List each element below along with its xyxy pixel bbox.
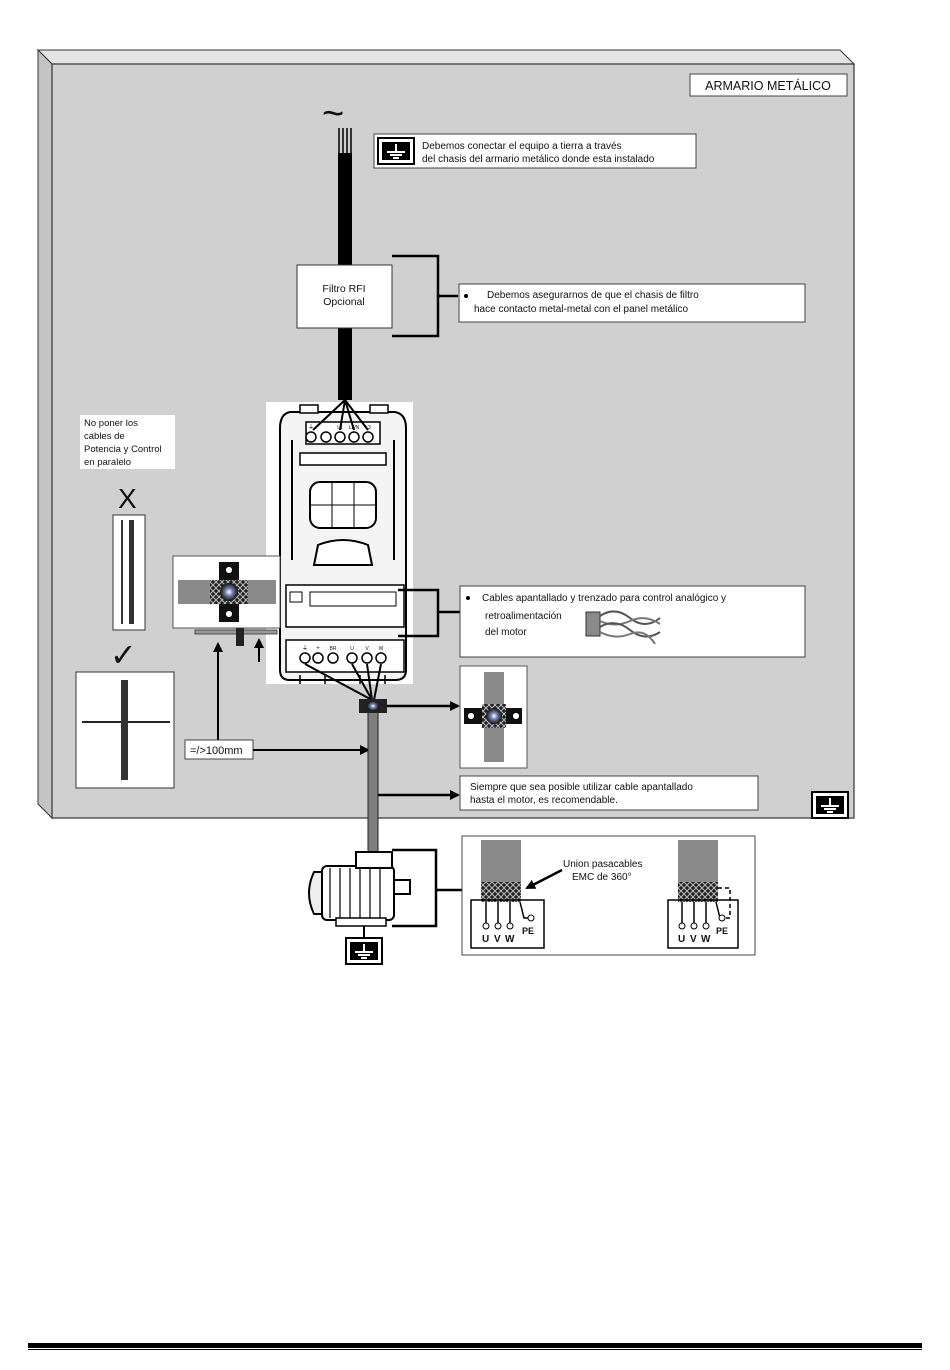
cabinet-earth-icon bbox=[811, 791, 849, 819]
output-terminal-pe: ⏚ bbox=[302, 645, 308, 652]
gland-label-1: Union pasacables bbox=[563, 859, 643, 870]
shielded-control-note: Cables apantallado y trenzado para contr… bbox=[459, 585, 806, 658]
parallel-line2: cables de bbox=[84, 431, 125, 442]
shield-note-line3: del motor bbox=[485, 627, 527, 638]
parallel-warning-note: No poner los cables de Potencia y Contro… bbox=[80, 415, 175, 469]
parallel-cables-wrong bbox=[112, 514, 146, 631]
motor-bracket bbox=[392, 848, 462, 928]
gland1-v: V bbox=[494, 934, 501, 945]
shield-note-line2: retroalimentación bbox=[485, 611, 562, 622]
filter-label-1: Filtro RFI bbox=[322, 283, 365, 295]
input-terminal-pe: ⏚ bbox=[308, 424, 314, 431]
gland1-u: U bbox=[482, 934, 489, 945]
drive-output-terminals: ⏚ + BR U V W bbox=[299, 645, 387, 701]
inverter-drive bbox=[266, 402, 413, 684]
parallel-line4: en paralelo bbox=[84, 457, 131, 468]
motor-icon bbox=[308, 851, 411, 927]
distance-note: =/>100mm bbox=[184, 739, 254, 760]
right-clamp-detail bbox=[459, 665, 528, 769]
motor-earth-icon bbox=[345, 937, 383, 965]
filter-label-2: Opcional bbox=[323, 296, 364, 308]
gland1-w: W bbox=[505, 934, 515, 945]
metal-cabinet bbox=[36, 48, 856, 820]
control-cable-bracket bbox=[398, 588, 460, 638]
supply-cable bbox=[338, 128, 352, 400]
screened-note-line2: hasta el motor, es recomendable. bbox=[470, 795, 618, 806]
output-terminal-w: W bbox=[379, 646, 384, 652]
distance-label: =/>100mm bbox=[190, 745, 243, 757]
ac-sine-icon: ~ bbox=[322, 93, 344, 135]
cross-icon: X bbox=[118, 483, 137, 514]
page-footer-rule-thin bbox=[28, 1349, 922, 1350]
page-footer-rule bbox=[28, 1343, 922, 1348]
ground-note: Debemos conectar el equipo a tierra a tr… bbox=[373, 133, 697, 169]
crossing-cables-right bbox=[75, 671, 175, 789]
drive-input-terminals: ⏚ L1 L2/N L3 bbox=[305, 399, 374, 443]
gland2-pe: PE bbox=[716, 926, 728, 936]
filter-note-line2: hace contacto metal-metal con el panel m… bbox=[474, 304, 688, 315]
cabinet-title: ARMARIO METÁLICO bbox=[705, 78, 831, 93]
output-terminal-v: V bbox=[365, 646, 369, 652]
screened-note-line1: Siempre que sea posible utilizar cable a… bbox=[470, 782, 693, 793]
gland2-u: U bbox=[678, 934, 685, 945]
grounding-bar bbox=[194, 628, 278, 646]
filter-bracket bbox=[392, 254, 458, 338]
output-terminal-u: U bbox=[350, 646, 354, 652]
checkmark-icon: ✓ bbox=[110, 637, 137, 673]
emc-gland-detail: U V W PE Union pasacables EMC de 360° U … bbox=[461, 835, 756, 956]
gland1-pe: PE bbox=[522, 926, 534, 936]
output-terminal-br: BR bbox=[330, 646, 337, 652]
twisted-cable-icon bbox=[585, 610, 661, 645]
ground-note-line1: Debemos conectar el equipo a tierra a tr… bbox=[422, 141, 622, 152]
filter-note: Debemos asegurarnos de que el chasis de … bbox=[458, 283, 806, 323]
gland-label-2: EMC de 360° bbox=[572, 872, 632, 883]
gland2-w: W bbox=[701, 934, 711, 945]
ground-note-line2: del chasis del armario metálico donde es… bbox=[422, 154, 655, 165]
shield-note-line1: Cables apantallado y trenzado para contr… bbox=[482, 593, 726, 604]
rfi-filter: Filtro RFI Opcional bbox=[296, 264, 393, 329]
filter-note-line1: Debemos asegurarnos de que el chasis de … bbox=[487, 290, 699, 301]
cabinet-title-box: ARMARIO METÁLICO bbox=[689, 73, 848, 97]
left-clamp-detail bbox=[172, 555, 281, 629]
output-terminal-plus: + bbox=[316, 646, 320, 652]
gland2-v: V bbox=[690, 934, 697, 945]
input-terminal-l3: L3 bbox=[365, 425, 371, 431]
earth-ground-icon bbox=[377, 137, 415, 165]
screened-cable-note: Siempre que sea posible utilizar cable a… bbox=[459, 775, 759, 811]
parallel-line3: Potencia y Control bbox=[84, 444, 162, 455]
parallel-line1: No poner los bbox=[84, 418, 138, 429]
